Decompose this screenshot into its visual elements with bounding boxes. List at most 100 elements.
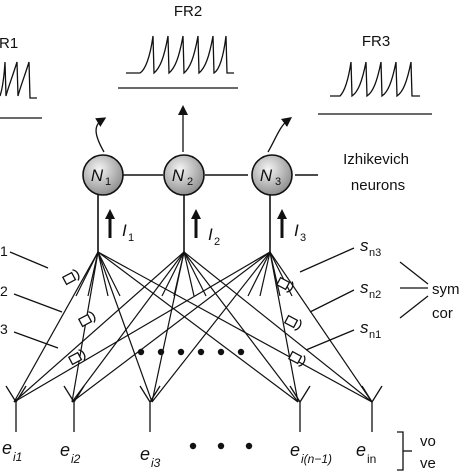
- synapse-symbols: [61, 269, 306, 367]
- input-fork-left: [5, 385, 17, 403]
- input-fork-left: [289, 385, 301, 403]
- connection-line: [269, 251, 299, 403]
- neuron-n3-label: N: [260, 166, 273, 185]
- right-synapse-label-n3: s: [360, 236, 369, 255]
- right-synapse-sub-n2: n2: [369, 289, 381, 301]
- current-2-label: I: [208, 225, 213, 244]
- left-synapse-label-1: 1: [0, 243, 8, 259]
- neuron-n2: N 2: [163, 154, 205, 196]
- current-3-label: I: [294, 221, 299, 240]
- synapse-icon: [67, 349, 86, 366]
- input-group-bracket: [397, 431, 404, 471]
- connection-line: [97, 251, 299, 403]
- neuron-n2-sub: 2: [187, 176, 193, 188]
- fr3-trace: [318, 61, 432, 115]
- input-fork-left: [361, 385, 373, 403]
- synapse-group-label-2: cor: [432, 305, 453, 322]
- right-label-pointer-n2: [309, 289, 355, 313]
- current-1-label: I: [122, 221, 127, 240]
- connection-line: [71, 251, 99, 403]
- connection-line: [13, 251, 185, 403]
- left-synapse-label-3: 3: [0, 321, 8, 337]
- input-fork-right: [73, 385, 85, 403]
- connection-line: [183, 251, 299, 403]
- right-synapse-sub-n1: n1: [369, 329, 381, 341]
- synapse-group-line-top: [399, 261, 429, 285]
- input-label-i1: e: [2, 438, 12, 458]
- n1-output-arrow: [95, 117, 107, 153]
- connection-line: [71, 251, 271, 403]
- synapse-group-line-bottom: [399, 295, 429, 319]
- right-synapse-label-n2: s: [360, 278, 369, 297]
- input-sub-i3: i3: [151, 456, 161, 470]
- input-label-in1: e: [290, 440, 300, 460]
- connection-line: [97, 251, 373, 403]
- fr1-label: R1: [0, 35, 18, 52]
- input-group-label-2: ve: [420, 455, 436, 472]
- input-sub-i1: i1: [13, 450, 22, 464]
- input-fork-right: [371, 385, 383, 403]
- connection-spoke: [183, 251, 207, 297]
- synapse-icon: [61, 269, 80, 286]
- connection-spoke: [97, 251, 109, 297]
- current-2-sub: 2: [214, 236, 220, 248]
- current-1-sub: 1: [128, 232, 134, 244]
- synapse-icon: [275, 276, 294, 293]
- connection-line: [13, 251, 271, 403]
- left-label-pointer-2: [13, 293, 63, 313]
- neuron-n1-label: N: [91, 166, 104, 185]
- connection-spoke: [97, 251, 121, 297]
- synaptic-connections: [13, 251, 373, 403]
- synapse-icon: [287, 350, 306, 367]
- connection-line: [183, 251, 373, 403]
- input-sub-in: in: [367, 452, 376, 466]
- connection-spoke: [269, 251, 281, 297]
- current-3-sub: 3: [300, 232, 306, 244]
- connection-spoke: [259, 251, 271, 297]
- neuron-n3-sub: 3: [275, 176, 281, 188]
- connection-spoke: [161, 251, 185, 297]
- left-synapse-label-2: 2: [0, 283, 8, 299]
- synapse-icon: [283, 314, 302, 331]
- input-sub-in1: i(n−1): [301, 452, 332, 466]
- connection-line: [97, 251, 153, 403]
- ellipsis-dots-middle: [137, 348, 245, 356]
- input-fork-right: [15, 385, 27, 403]
- input-label-i3: e: [140, 444, 150, 464]
- connection-spoke: [87, 251, 99, 297]
- input-branches: [5, 385, 383, 432]
- connection-line: [71, 251, 185, 403]
- connection-spoke: [183, 251, 195, 297]
- connection-spoke: [269, 251, 293, 297]
- input-sub-i2: i2: [71, 452, 81, 466]
- input-fork-right: [299, 385, 311, 403]
- connection-spoke: [247, 251, 271, 297]
- right-synapse-sub-n3: n3: [369, 247, 381, 259]
- connection-spoke: [173, 251, 185, 297]
- left-label-pointer-1: [9, 251, 49, 269]
- ellipsis-dots-bottom: [189, 442, 253, 450]
- neuron-n2-label: N: [172, 166, 185, 185]
- right-label-pointer-n1: [305, 329, 355, 351]
- n3-output-arrow: [267, 116, 292, 153]
- right-synapse-label-n1: s: [360, 318, 369, 337]
- left-label-pointer-3: [13, 331, 59, 349]
- fr3-label: FR3: [362, 33, 390, 50]
- input-fork-right: [149, 385, 161, 403]
- neuron-type-label-line2: neurons: [351, 177, 405, 194]
- connection-spoke: [75, 251, 99, 297]
- input-label-i2: e: [60, 440, 70, 460]
- fr2-label: FR2: [174, 3, 202, 20]
- right-label-pointer-n3: [299, 247, 355, 273]
- neuron-n1-sub: 1: [105, 176, 111, 188]
- input-label-in: e: [356, 440, 366, 460]
- connection-line: [13, 251, 99, 403]
- connection-line: [269, 251, 373, 403]
- neuron-type-label-line1: Izhikevich: [343, 151, 409, 168]
- synapse-group-label-1: sym: [432, 281, 460, 298]
- neuron-n1: N 1: [82, 154, 124, 196]
- input-fork-left: [63, 385, 75, 403]
- fr1-trace: [0, 61, 42, 119]
- input-group-label-1: vo: [420, 433, 436, 450]
